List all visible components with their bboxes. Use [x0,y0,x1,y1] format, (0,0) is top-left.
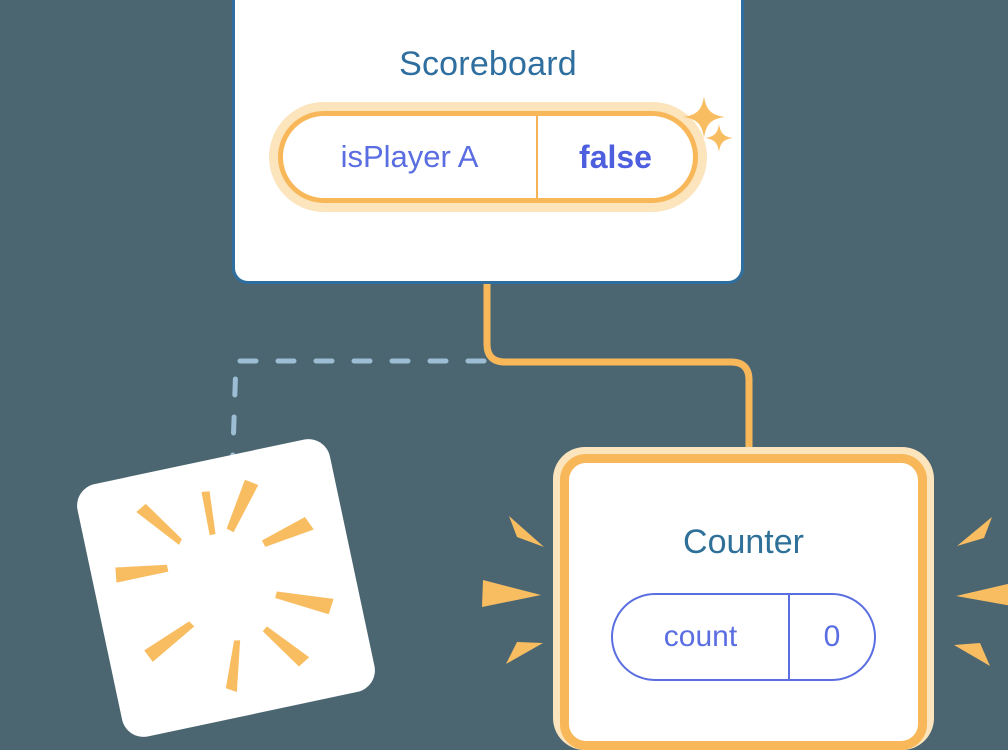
ray [956,583,1008,606]
scoreboard-title: Scoreboard [399,45,577,83]
counter-state-pill[interactable]: count 0 [611,593,876,681]
counter-right-rays [954,517,1008,666]
ray [275,591,334,615]
ray [482,580,541,607]
ray [954,643,990,666]
ray [201,491,216,536]
scoreboard-state-pill[interactable]: isPlayer A false [278,111,698,203]
ray [225,640,241,693]
ray [226,479,259,533]
ray [506,642,543,664]
blank-card[interactable] [72,434,380,742]
counter-card[interactable]: Counter count 0 [553,447,934,750]
scoreboard-state-key: isPlayer A [340,139,479,174]
ray [957,517,992,546]
scoreboard-card[interactable]: Scoreboard isPlayer A false [232,0,744,284]
counter-pill-divider [788,595,790,679]
counter-state-key: count [663,620,738,653]
solid-connector-path [483,284,753,460]
scoreboard-pill-divider [536,116,538,198]
ray [509,516,544,547]
counter-card-body[interactable]: Counter count 0 [560,454,927,750]
sparkle-small-icon [705,124,733,152]
ray [262,626,310,667]
ray [115,564,169,583]
counter-title: Counter [683,523,804,561]
ray [261,517,314,547]
ray [136,503,182,545]
blank-card-burst [115,479,334,693]
counter-state-value: 0 [823,620,841,653]
sparkle-large-icon [683,96,725,138]
counter-left-rays [482,516,544,664]
ray [144,621,195,662]
scoreboard-state-value: false [579,138,652,175]
scoreboard-state-pill-wrapper: isPlayer A false [269,102,707,212]
